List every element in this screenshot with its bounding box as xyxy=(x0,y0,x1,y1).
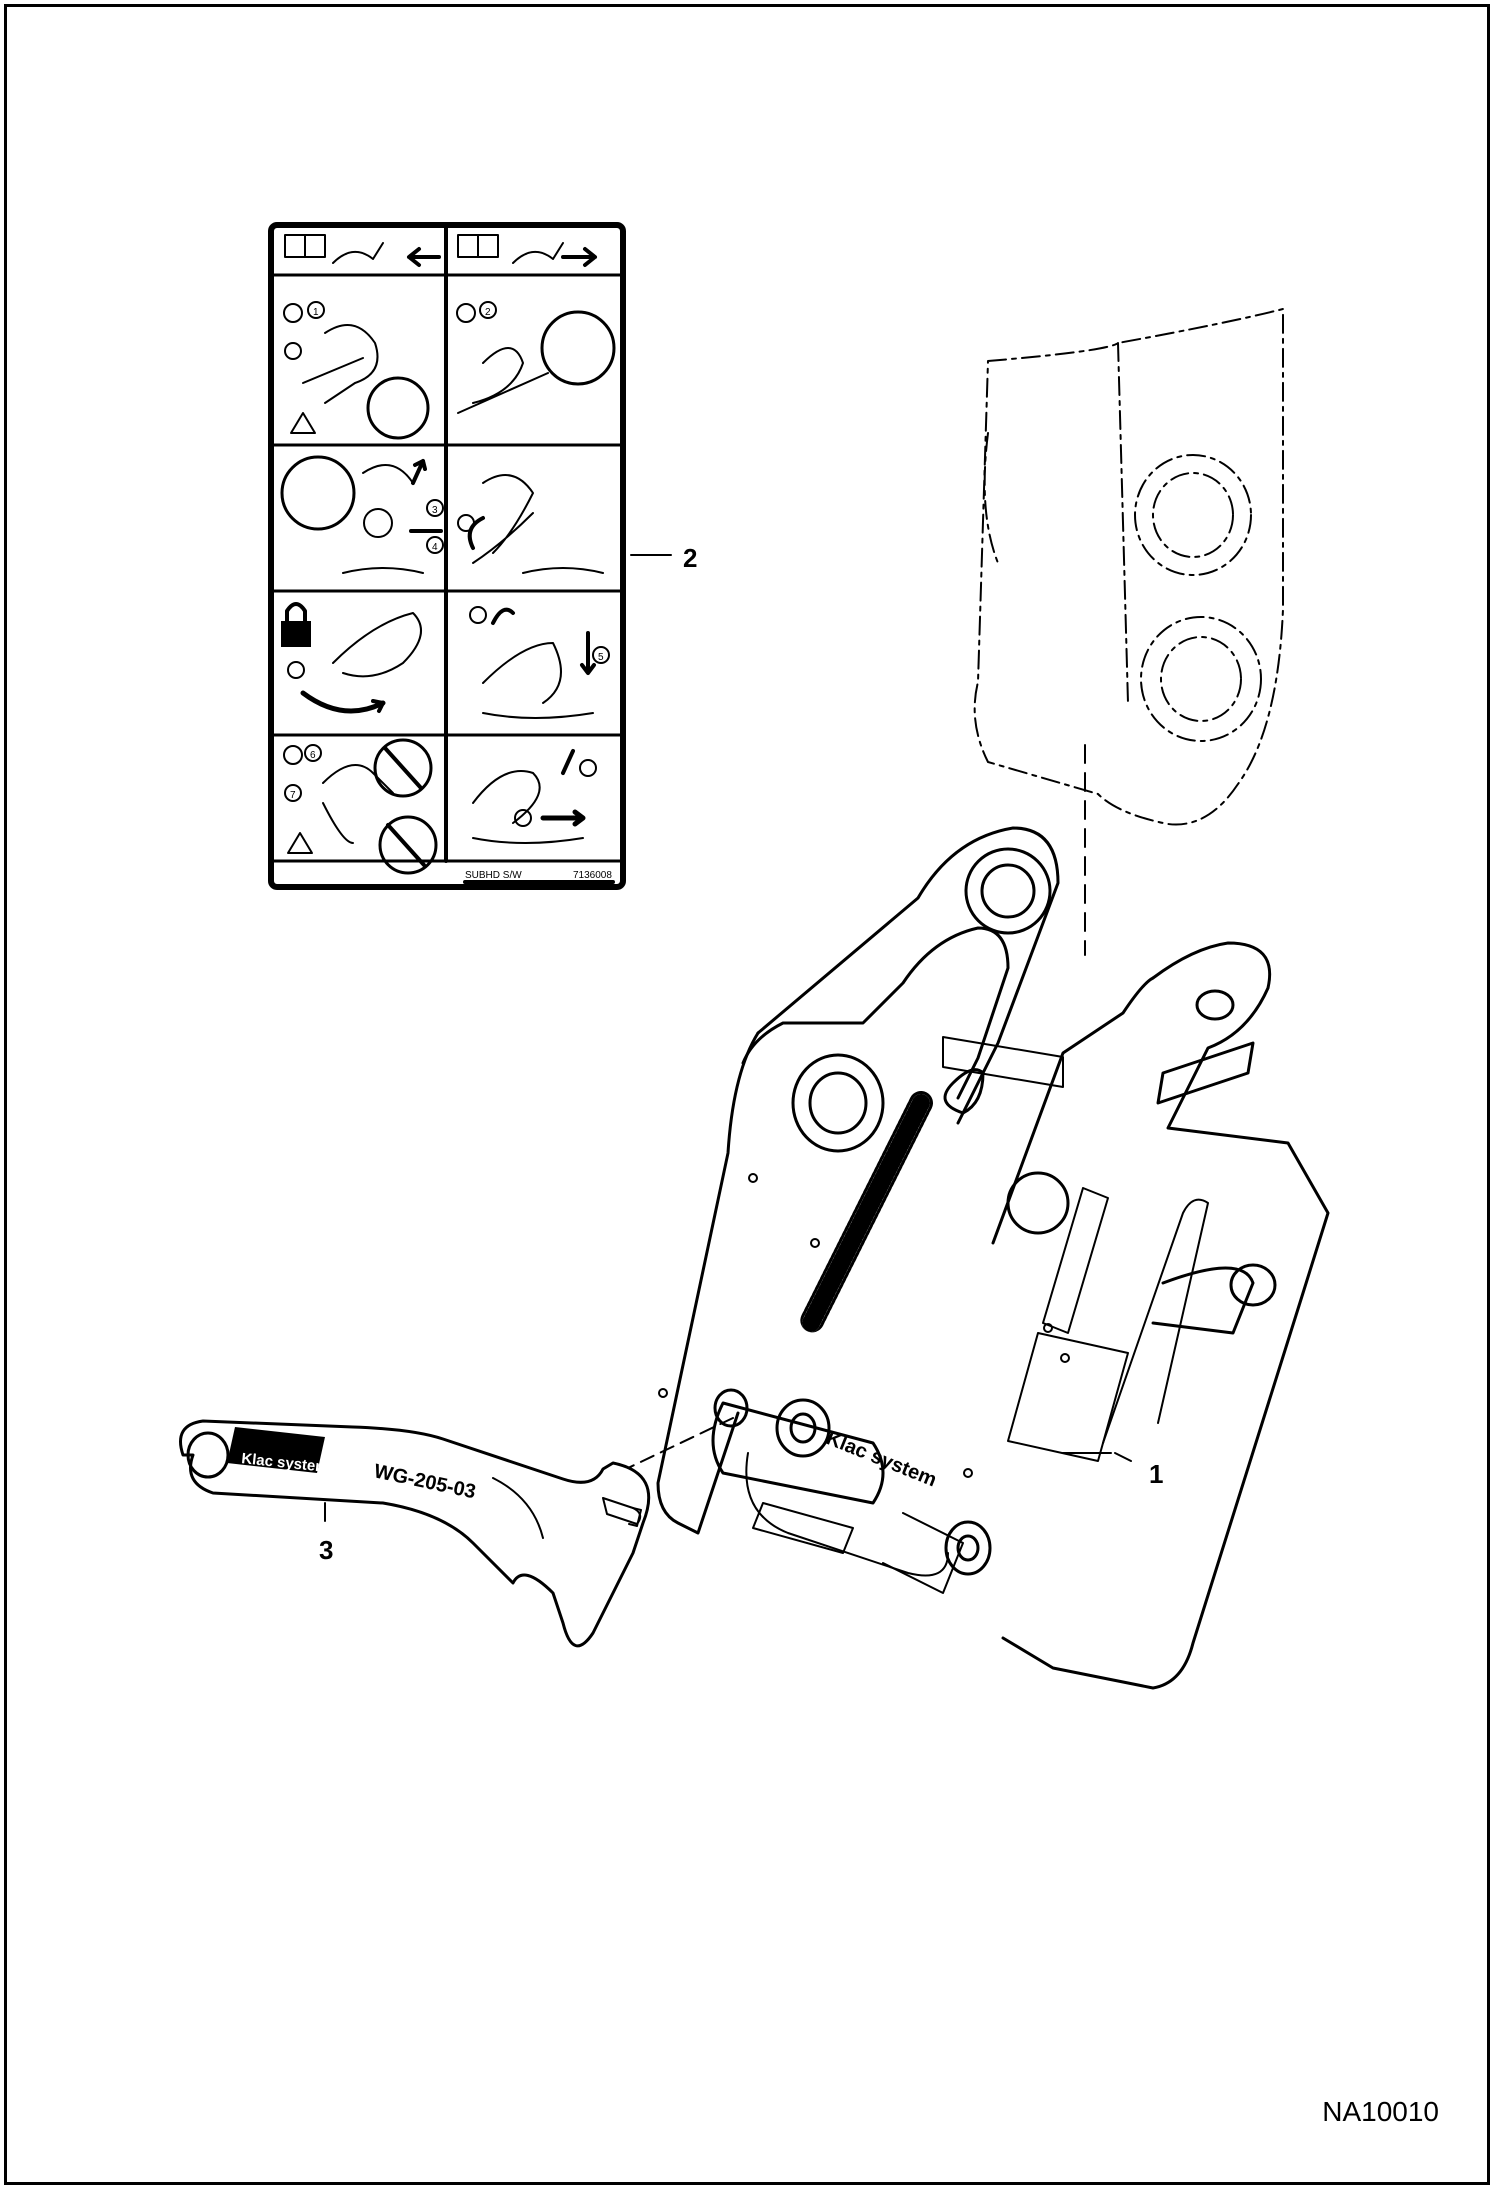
decal-step-3: 3 xyxy=(432,505,438,516)
quick-coupler: Klac system xyxy=(627,826,1330,1690)
arrow-right-icon xyxy=(561,247,597,267)
arm-outline-dashed xyxy=(973,308,1284,826)
release-wrench: Klac system WG-205-03 xyxy=(179,1419,651,1648)
warning-icon xyxy=(290,412,316,434)
parts-illustration: SUBHD S/W 7136008 xyxy=(179,222,1330,1690)
decal-step-7: 7 xyxy=(290,790,296,801)
leader-line-1 xyxy=(1114,1452,1132,1462)
warning-icon xyxy=(287,832,313,854)
callout-3: 3 xyxy=(319,1535,334,1565)
callout-1: 1 xyxy=(1149,1459,1164,1489)
drawing-frame: SUBHD S/W 7136008 xyxy=(4,4,1490,2185)
decal-step-2: 2 xyxy=(485,307,491,318)
instruction-decal: SUBHD S/W 7136008 xyxy=(268,222,626,890)
book-icon xyxy=(457,234,499,258)
decal-footer-left: SUBHD S/W xyxy=(465,870,522,881)
decal-step-1: 1 xyxy=(313,307,319,318)
book-icon xyxy=(284,234,326,258)
arrow-left-icon xyxy=(407,247,441,267)
decal-step-4: 4 xyxy=(432,542,438,553)
figure-code: NA10010 xyxy=(1322,2096,1439,2127)
wrench-model-text: WG-205-03 xyxy=(372,1460,478,1503)
decal-step-5: 5 xyxy=(598,652,604,663)
decal-footer-right: 7136008 xyxy=(573,870,612,881)
decal-step-6: 6 xyxy=(310,750,316,761)
padlock-icon xyxy=(281,602,311,647)
callout-2: 2 xyxy=(683,543,698,573)
